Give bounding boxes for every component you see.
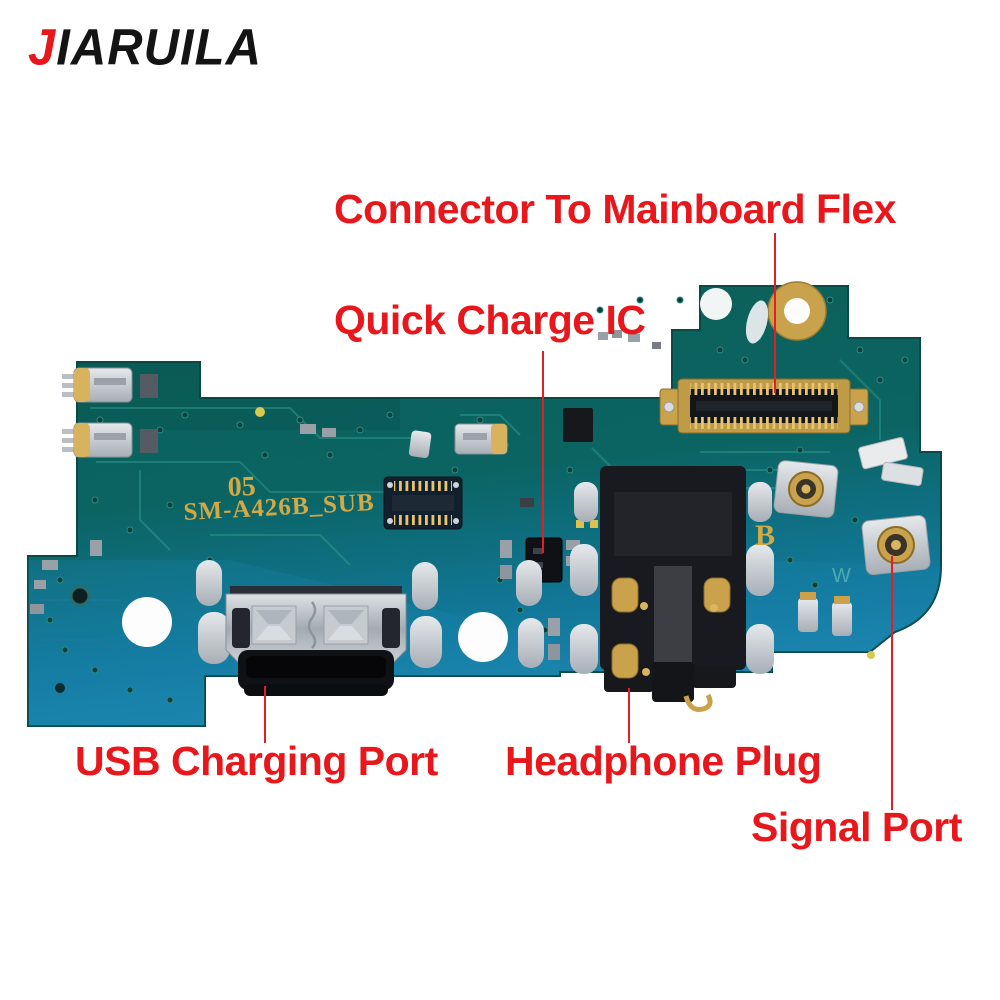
metal-bracket: [858, 437, 924, 487]
silkscreen-revision: 05: [227, 471, 256, 503]
headphone-jack: [570, 466, 774, 712]
metal-clips: [408, 430, 852, 636]
brand-logo: JIARUILA: [28, 19, 262, 77]
leader-line-signal: [891, 556, 893, 810]
silkscreen-letter-b: B: [755, 519, 775, 552]
label-signal-port: Signal Port: [751, 804, 962, 850]
usb-shell-stamp: [251, 605, 369, 645]
antenna-coax-connector: [773, 460, 839, 518]
label-headphone-plug: Headphone Plug: [505, 738, 822, 784]
usb-charging-port: [196, 560, 544, 696]
brand-logo-rest: IARUILA: [56, 19, 262, 77]
label-quick-charge-ic: Quick Charge IC: [334, 297, 646, 343]
signal-port-coax-connector: [861, 514, 931, 576]
spring-contact: [62, 367, 158, 403]
label-connector-to-mainboard-flex: Connector To Mainboard Flex: [334, 186, 897, 232]
mainboard-flex-connector: [659, 378, 869, 434]
leader-line-usb: [264, 686, 266, 743]
leader-line-quick-charge: [542, 351, 544, 553]
microphone-hole: [69, 585, 91, 607]
leader-line-connector: [774, 233, 776, 393]
silkscreen-mark-w: W: [832, 565, 851, 587]
brand-logo-first-letter: J: [28, 19, 57, 77]
spring-contact: [454, 423, 508, 455]
spring-contact: [62, 422, 158, 458]
mounting-holes: [55, 281, 875, 693]
small-b2b-connector: [383, 476, 463, 530]
label-usb-charging-port: USB Charging Port: [75, 738, 438, 784]
leader-line-headphone: [628, 688, 630, 743]
small-components: [30, 330, 661, 660]
solder-wire-hook: [683, 693, 713, 712]
